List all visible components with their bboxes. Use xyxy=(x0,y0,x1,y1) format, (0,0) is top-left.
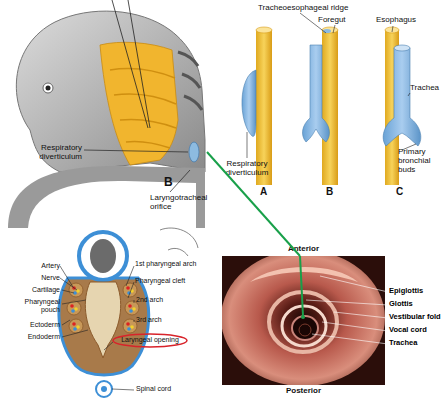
part-label: Artery xyxy=(4,262,60,270)
part-label: Trachea xyxy=(389,339,417,347)
part-label: Vestibular fold xyxy=(389,313,441,321)
part-label: Foregut xyxy=(318,16,346,25)
connector-line xyxy=(207,152,300,256)
part-label: 3rd arch xyxy=(136,316,162,324)
part-label: Pharyngeal cleft xyxy=(135,277,185,285)
node-label: Laryngeal opening xyxy=(112,336,188,344)
part-label: Epiglottis xyxy=(389,287,423,295)
pharyngeal-section xyxy=(59,228,198,397)
part-label: A xyxy=(260,186,267,197)
part-label: C xyxy=(396,186,403,197)
part-label: Vocal cord xyxy=(389,326,427,334)
node-label: Anterior xyxy=(222,245,385,254)
part-label: 2nd arch xyxy=(136,296,163,304)
part-label: Esophagus xyxy=(376,16,416,25)
node-label: B xyxy=(164,176,173,189)
part-label: Respiratory diverticulum xyxy=(216,160,278,178)
part-label: Cartilage xyxy=(4,286,60,294)
part-label: Glottis xyxy=(389,300,413,308)
part-label: Primary bronchial buds xyxy=(398,148,444,174)
part-label: Tracheoesophageal ridge xyxy=(258,4,348,13)
connector-dot xyxy=(301,315,305,319)
connector-tail xyxy=(300,256,303,316)
part-label: Nerve xyxy=(4,274,60,282)
tube-drawings xyxy=(242,13,421,185)
part-label: B xyxy=(326,186,333,197)
node-label: Laryngotracheal orifice xyxy=(150,194,212,212)
embryo-panel: Respiratory diverticulumBLaryngotracheal… xyxy=(0,0,207,228)
part-label: Trachea xyxy=(410,84,439,93)
node-label: Respiratory diverticulum xyxy=(20,144,82,162)
node-label: Posterior xyxy=(222,387,385,396)
part-label: Endoderm xyxy=(4,333,60,341)
part-label: Spinal cord xyxy=(136,385,171,393)
leader-lines xyxy=(306,276,388,344)
photo-frame: AnteriorPosterior xyxy=(222,256,385,385)
part-label: 1st pharyngeal arch xyxy=(135,260,196,268)
circled-label: Laryngeal opening xyxy=(112,333,188,348)
larynx-photo xyxy=(222,256,385,385)
part-label: Ectoderm xyxy=(4,321,60,329)
part-label: Pharyngeal pouch xyxy=(18,298,60,313)
ellipse-outline xyxy=(113,334,187,347)
